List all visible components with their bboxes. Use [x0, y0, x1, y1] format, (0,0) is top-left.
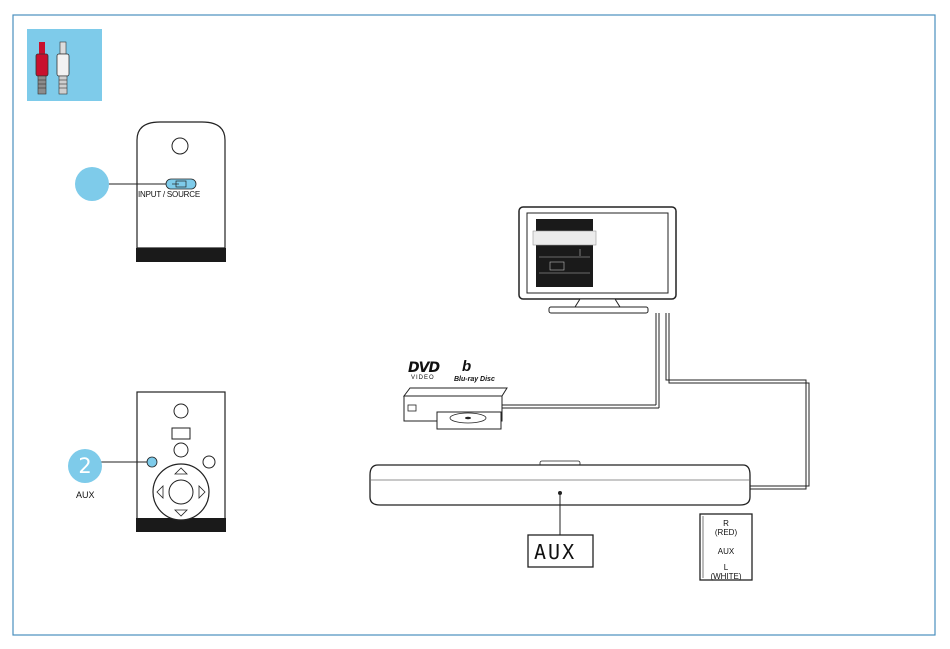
bluray-logo-mark: b — [462, 358, 471, 375]
display-text: AUX — [534, 540, 576, 564]
rca-cable-icon — [27, 29, 102, 101]
aux-button — [147, 457, 157, 467]
bluray-logo: Blu-ray Disc — [454, 376, 495, 383]
jack-r-label: R (RED) — [700, 519, 752, 537]
input-source-label: INPUT / SOURCE — [138, 190, 200, 199]
remote-bottom — [100, 392, 226, 532]
input-source-button — [166, 179, 196, 189]
jack-aux-label: AUX — [700, 547, 752, 556]
cable-lines — [656, 313, 809, 489]
dvd-logo: DVD — [408, 360, 439, 376]
dvd-video-label: VIDEO — [411, 375, 435, 381]
disc-player-icon — [404, 388, 659, 429]
step-2-number: 2 — [68, 449, 102, 483]
tv-icon — [519, 207, 676, 313]
jack-l-label: L (WHITE) — [700, 563, 752, 581]
aux-caption: AUX — [76, 490, 95, 500]
frame-border — [13, 15, 935, 635]
step-1-marker — [75, 167, 109, 201]
